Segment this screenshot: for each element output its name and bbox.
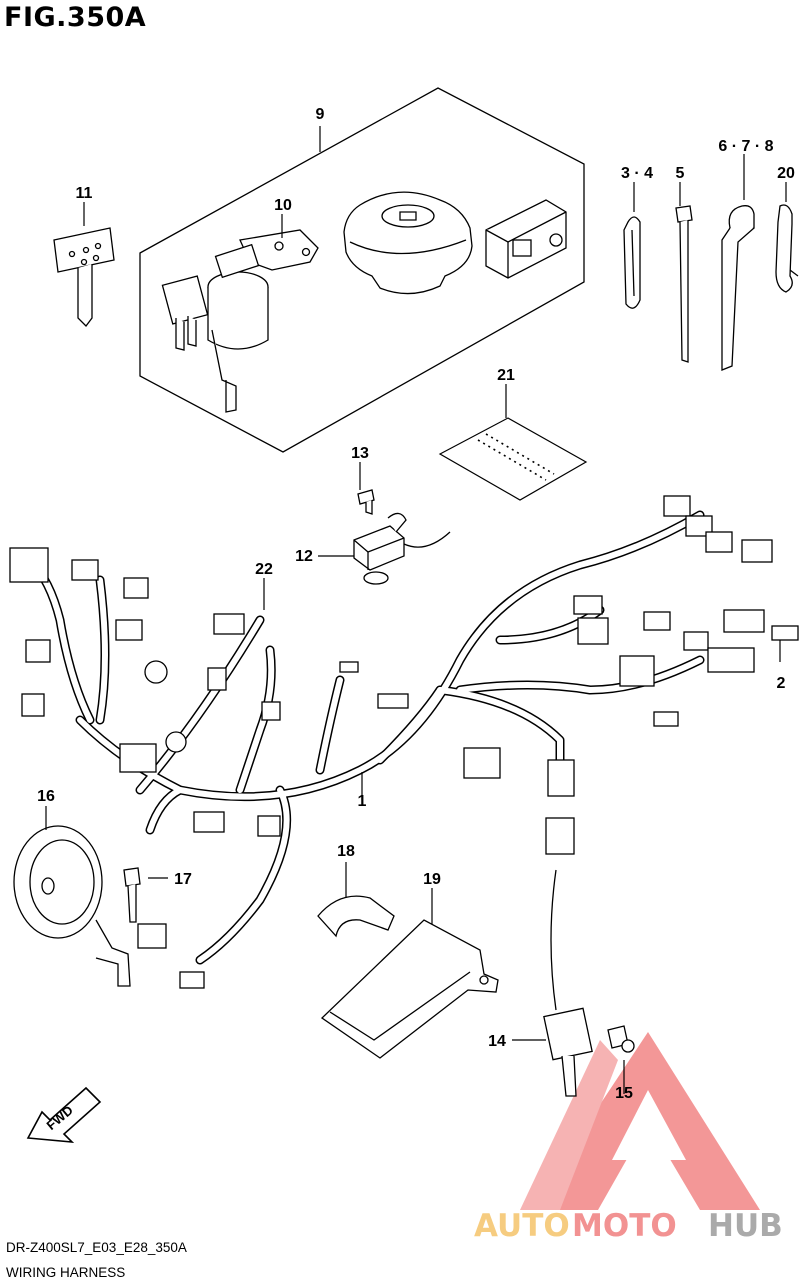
callout-12: 12 <box>295 548 313 565</box>
bracket-part <box>320 919 499 1059</box>
bolt-part <box>123 867 141 923</box>
callout-16: 16 <box>37 788 55 805</box>
fuel-cap-part <box>343 191 473 295</box>
callout-22: 22 <box>255 561 273 578</box>
ignition-switch-part <box>161 229 319 413</box>
callout-15: 15 <box>615 1085 633 1102</box>
clamp-and-tie-parts <box>623 204 799 371</box>
horn-part <box>13 825 131 987</box>
callout-14: 14 <box>488 1033 506 1050</box>
callout-17: 17 <box>174 871 192 888</box>
key-part <box>53 227 115 327</box>
callout-19: 19 <box>423 871 441 888</box>
callout-6-7-8: 6 · 7 · 8 <box>718 138 773 155</box>
callout-9: 9 <box>316 106 325 123</box>
watermark-moto: MOTO <box>572 1208 677 1244</box>
callout-18: 18 <box>337 843 355 860</box>
callout-11: 11 <box>76 185 93 202</box>
callout-21: 21 <box>497 367 515 384</box>
watermark-logo-mark <box>520 1032 760 1210</box>
harness-connectors <box>9 495 799 989</box>
sensor-part <box>543 869 635 1097</box>
callout-13: 13 <box>351 445 369 462</box>
seat-lock-part <box>485 199 567 279</box>
sheet-part <box>438 417 588 501</box>
watermark-text: AUTO MOTO HUB <box>474 1208 783 1244</box>
figure-name: WIRING HARNESS <box>6 1265 126 1280</box>
callout-10: 10 <box>274 197 292 214</box>
ignition-set-box <box>139 87 585 453</box>
figure-title: FIG.350A <box>4 2 147 33</box>
watermark-auto: AUTO <box>474 1208 570 1244</box>
cover-part <box>317 895 395 938</box>
relay-part <box>353 489 451 585</box>
callout-2: 2 <box>777 675 786 692</box>
callout-3-4: 3 · 4 <box>621 165 653 182</box>
watermark-hub: HUB <box>708 1208 783 1244</box>
figure-code: DR-Z400SL7_E03_E28_350A <box>6 1240 187 1255</box>
callout-5: 5 <box>676 165 685 182</box>
leader-lines <box>45 126 787 1094</box>
callout-1: 1 <box>358 793 367 810</box>
fwd-arrow-icon: FWD <box>26 1086 102 1143</box>
callout-20: 20 <box>777 165 795 182</box>
callout-numbers: 1 2 3 · 4 5 6 · 7 · 8 9 10 11 12 13 14 1… <box>37 106 795 1102</box>
